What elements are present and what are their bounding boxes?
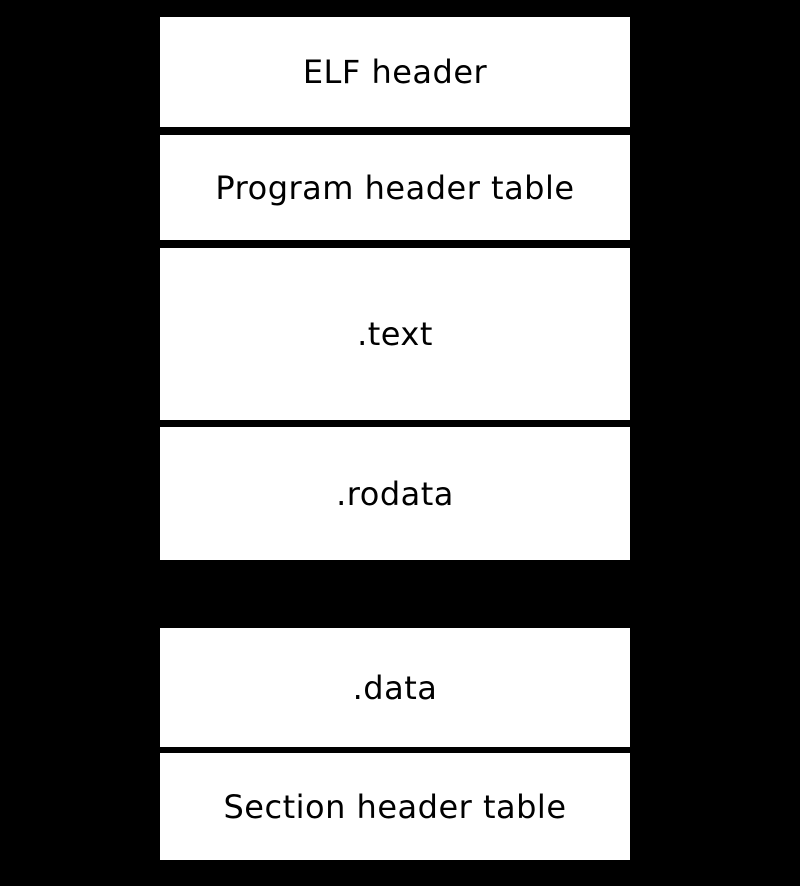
text-section-label: .text xyxy=(357,315,433,353)
data-section-box: .data xyxy=(160,628,630,747)
program-header-table-box: Program header table xyxy=(160,135,630,240)
elf-layout-diagram: ELF header Program header table .text .r… xyxy=(160,17,630,860)
elf-header-label: ELF header xyxy=(302,53,488,91)
rodata-section-box: .rodata xyxy=(160,427,630,560)
program-header-table-label: Program header table xyxy=(215,168,575,207)
text-section-box: .text xyxy=(160,248,630,420)
section-header-table-box: Section header table xyxy=(160,753,630,860)
rodata-section-label: .rodata xyxy=(336,474,454,513)
data-section-label: .data xyxy=(352,668,438,707)
elf-header-box: ELF header xyxy=(160,17,630,127)
section-header-table-label: Section header table xyxy=(223,787,567,826)
